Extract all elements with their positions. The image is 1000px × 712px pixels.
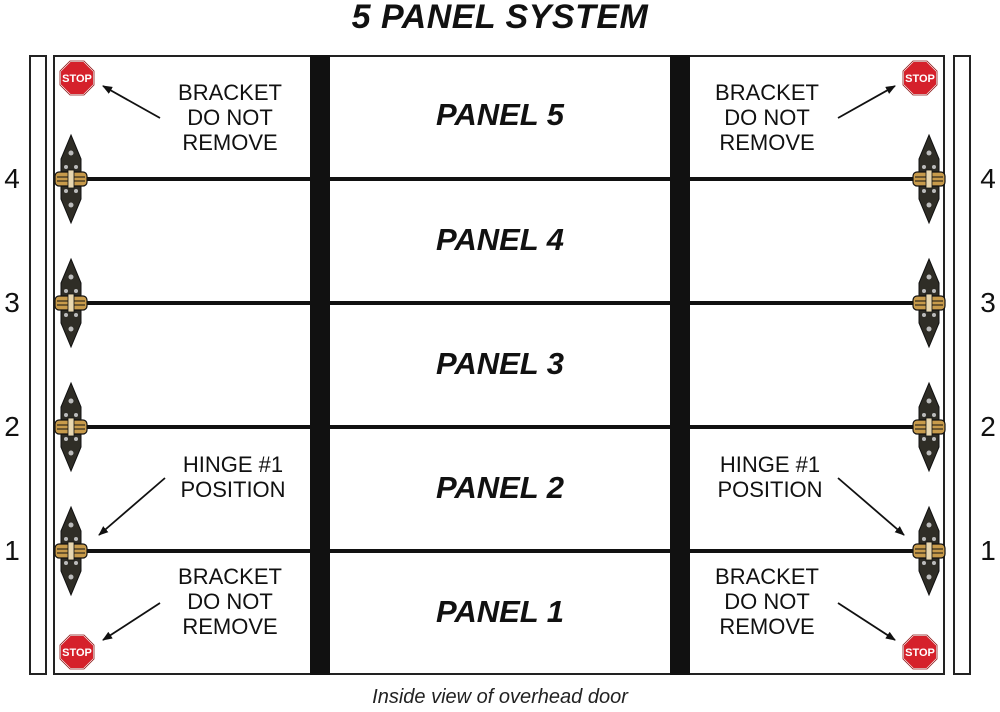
stop-sign-icon: STOP bbox=[902, 634, 938, 670]
arrow-to-right-hinge-1 bbox=[837, 477, 905, 536]
note-line: DO NOT bbox=[724, 589, 810, 614]
left-hinge-number-2: 2 bbox=[4, 411, 20, 442]
hinge-icon bbox=[912, 258, 946, 348]
diagram-caption: Inside view of overhead door bbox=[372, 686, 628, 708]
panel-label-1: PANEL 1 bbox=[435, 594, 565, 629]
note-line: REMOVE bbox=[719, 130, 815, 155]
stop-sign-text: STOP bbox=[62, 647, 92, 659]
panel-seam-2 bbox=[55, 425, 945, 429]
hinge-icon bbox=[54, 258, 88, 348]
arrow-to-top-left-bracket bbox=[102, 85, 161, 119]
note-line: POSITION bbox=[717, 477, 823, 502]
note-line: REMOVE bbox=[719, 614, 815, 639]
note-line: POSITION bbox=[180, 477, 286, 502]
note-line: DO NOT bbox=[187, 589, 273, 614]
left-hinge-number-3: 3 bbox=[4, 287, 20, 318]
arrow-to-bottom-left-bracket bbox=[102, 602, 161, 641]
door-outline bbox=[53, 55, 945, 675]
note-bracket-bottom-left: BRACKET DO NOT REMOVE bbox=[155, 564, 305, 639]
hinge-icon bbox=[54, 134, 88, 224]
note-hinge1-left: HINGE #1 POSITION bbox=[158, 452, 308, 502]
panel-seam-1 bbox=[55, 549, 945, 553]
right-hinge-number-4: 4 bbox=[980, 163, 996, 194]
stop-sign-text: STOP bbox=[905, 73, 935, 85]
note-line: BRACKET bbox=[715, 80, 819, 105]
panel-seam-3 bbox=[55, 301, 945, 305]
hinge-icon bbox=[912, 382, 946, 472]
note-bracket-bottom-right: BRACKET DO NOT REMOVE bbox=[692, 564, 842, 639]
right-hinge-number-3: 3 bbox=[980, 287, 996, 318]
arrow-to-left-hinge-1 bbox=[98, 477, 166, 536]
panel-label-4: PANEL 4 bbox=[435, 222, 565, 257]
panel-label-3: PANEL 3 bbox=[435, 346, 565, 381]
left-track-rail bbox=[29, 55, 47, 675]
left-hinge-number-1: 1 bbox=[4, 535, 20, 566]
note-hinge1-right: HINGE #1 POSITION bbox=[695, 452, 845, 502]
note-line: DO NOT bbox=[724, 105, 810, 130]
diagram-title: 5 PANEL SYSTEM bbox=[351, 0, 649, 36]
hinge-icon bbox=[912, 506, 946, 596]
right-hinge-number-1: 1 bbox=[980, 535, 996, 566]
panel-seam-4 bbox=[55, 177, 945, 181]
hinge-icon bbox=[54, 506, 88, 596]
right-hinge-number-2: 2 bbox=[980, 411, 996, 442]
arrow-to-top-right-bracket bbox=[837, 85, 896, 119]
note-bracket-top-right: BRACKET DO NOT REMOVE bbox=[692, 80, 842, 155]
note-line: REMOVE bbox=[182, 614, 278, 639]
note-line: BRACKET bbox=[715, 564, 819, 589]
stop-sign-icon: STOP bbox=[59, 634, 95, 670]
stop-sign-text: STOP bbox=[62, 73, 92, 85]
panel-label-5: PANEL 5 bbox=[435, 97, 565, 132]
arrow-to-bottom-right-bracket bbox=[837, 602, 896, 641]
stop-sign-icon: STOP bbox=[59, 60, 95, 96]
note-line: DO NOT bbox=[187, 105, 273, 130]
left-center-stile bbox=[310, 55, 330, 675]
stop-sign-icon: STOP bbox=[902, 60, 938, 96]
panel-label-2: PANEL 2 bbox=[435, 470, 565, 505]
stop-sign-text: STOP bbox=[905, 647, 935, 659]
note-bracket-top-left: BRACKET DO NOT REMOVE bbox=[155, 80, 305, 155]
note-line: BRACKET bbox=[178, 80, 282, 105]
note-line: REMOVE bbox=[182, 130, 278, 155]
right-track-rail bbox=[953, 55, 971, 675]
right-center-stile bbox=[670, 55, 690, 675]
note-line: HINGE #1 bbox=[719, 452, 821, 477]
hinge-icon bbox=[912, 134, 946, 224]
left-hinge-number-4: 4 bbox=[4, 163, 20, 194]
hinge-icon bbox=[54, 382, 88, 472]
note-line: BRACKET bbox=[178, 564, 282, 589]
note-line: HINGE #1 bbox=[182, 452, 284, 477]
